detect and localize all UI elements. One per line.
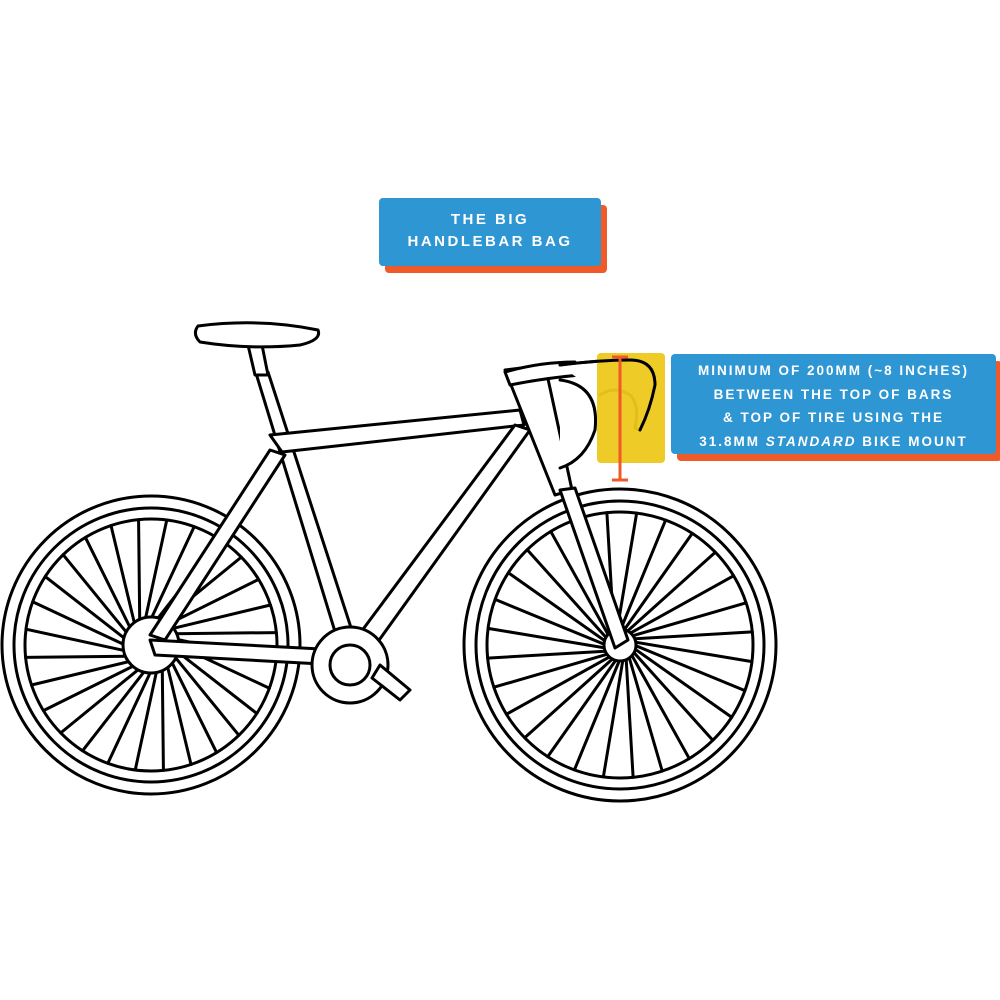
spoke bbox=[106, 669, 153, 765]
spoke bbox=[621, 531, 694, 633]
spoke bbox=[618, 518, 668, 633]
handlebar-bag bbox=[597, 353, 665, 463]
spoke bbox=[492, 652, 611, 689]
spoke bbox=[81, 668, 147, 753]
spoke bbox=[486, 626, 608, 650]
spoke bbox=[632, 643, 747, 693]
spoke bbox=[549, 529, 611, 638]
spoke bbox=[31, 600, 127, 647]
spoke bbox=[486, 649, 609, 660]
spoke bbox=[24, 627, 128, 653]
bike-frame bbox=[148, 321, 657, 705]
spoke bbox=[169, 603, 272, 631]
spoke bbox=[525, 548, 609, 641]
spoke bbox=[133, 668, 159, 772]
spoke bbox=[627, 654, 664, 773]
spoke bbox=[149, 525, 196, 621]
spoke bbox=[172, 631, 278, 636]
spoke bbox=[506, 571, 608, 644]
spoke bbox=[546, 657, 619, 759]
note-line-1: MINIMUM OF 200MM (~8 INCHES) bbox=[698, 363, 969, 378]
spoke bbox=[632, 646, 734, 719]
spoke bbox=[631, 630, 754, 641]
spoke bbox=[629, 652, 691, 761]
note-line-3: & TOP OF TIRE USING THE bbox=[722, 410, 945, 425]
spoke bbox=[165, 577, 261, 627]
front-wheel bbox=[462, 487, 778, 803]
spoke bbox=[169, 659, 219, 755]
spoke bbox=[137, 518, 142, 624]
clearance-note: MINIMUM OF 200MM (~8 INCHES) BETWEEN THE… bbox=[671, 354, 996, 454]
spoke bbox=[41, 663, 137, 713]
note-line-4: 31.8MM STANDARD BIKE MOUNT bbox=[671, 430, 996, 454]
note-line-4-prefix: 31.8MM bbox=[699, 433, 766, 449]
spoke bbox=[504, 654, 613, 716]
note-line-2: BETWEEN THE TOP OF BARS bbox=[713, 386, 954, 402]
spoke bbox=[143, 518, 169, 622]
title-line-1: THE BIG bbox=[450, 211, 530, 228]
spoke bbox=[601, 657, 625, 779]
spoke bbox=[627, 574, 736, 636]
spoke bbox=[83, 535, 133, 631]
spoke bbox=[493, 597, 608, 647]
note-line-4-italic: STANDARD bbox=[765, 433, 857, 449]
spoke bbox=[629, 601, 748, 638]
note-line-4-suffix: BIKE MOUNT bbox=[856, 433, 968, 449]
spoke bbox=[160, 666, 165, 772]
spoke bbox=[30, 659, 133, 687]
spoke bbox=[59, 666, 142, 735]
spoke bbox=[615, 511, 639, 633]
spoke bbox=[572, 657, 622, 772]
spoke bbox=[43, 575, 128, 641]
title-label: THE BIG HANDLEBAR BAG bbox=[379, 198, 601, 266]
spoke bbox=[624, 656, 635, 779]
spoke bbox=[109, 524, 137, 627]
spoke bbox=[631, 649, 715, 742]
spoke bbox=[624, 550, 717, 634]
measurement-indicator bbox=[612, 355, 628, 482]
spoke bbox=[61, 553, 130, 636]
spoke bbox=[24, 654, 130, 659]
rear-wheel bbox=[0, 494, 302, 796]
title-line-2: HANDLEBAR BAG bbox=[407, 233, 573, 250]
spoke bbox=[172, 654, 241, 737]
spoke bbox=[632, 640, 754, 664]
spoke bbox=[174, 649, 259, 715]
spoke bbox=[165, 663, 193, 766]
spoke bbox=[523, 656, 616, 740]
